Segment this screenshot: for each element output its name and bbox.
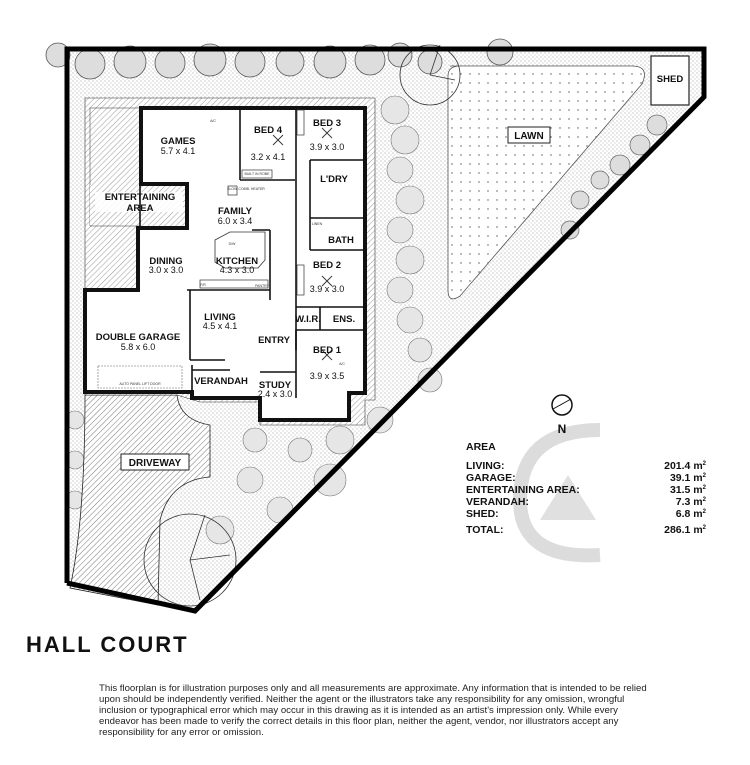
- area-value: 286.1 m: [664, 524, 703, 536]
- lawn-area: LAWN: [447, 65, 645, 300]
- bed1-ac-label: A/C: [339, 362, 345, 366]
- unit-superscript: 2: [702, 461, 706, 467]
- study-label: STUDY: [259, 380, 292, 391]
- house: AUTO PANEL LIFT DOOR BUILT IN ROBE SLOW …: [83, 106, 367, 422]
- verandah-label: VERANDAH: [194, 376, 248, 387]
- dining-dims: 3.0 x 3.0: [149, 265, 184, 275]
- fridge-label: F/R: [200, 283, 206, 287]
- bed4-dims: 3.2 x 4.1: [251, 152, 286, 162]
- family-label: FAMILY: [218, 206, 253, 217]
- trees-middle: [65, 95, 443, 545]
- entry-label: ENTRY: [258, 335, 291, 346]
- study-dims: 2.4 x 3.0: [258, 389, 293, 399]
- bath-label: BATH: [328, 235, 354, 246]
- bed4-robe-label: BUILT IN ROBE: [245, 172, 271, 176]
- ens-label: ENS.: [333, 314, 355, 325]
- property-title: HALL COURT: [26, 632, 189, 657]
- heater-label: SLOW COMB. HEATER: [227, 187, 265, 191]
- bed3-label: BED 3: [313, 118, 341, 129]
- area-row-garage: GARAGE: 39.1 m2: [466, 472, 706, 484]
- games-ac-label: A/C: [210, 119, 216, 123]
- area-value: 39.1 m: [669, 472, 703, 484]
- area-row-living: LIVING: 201.4 m2: [466, 460, 706, 472]
- area-row-total: TOTAL: 286.1 m2: [466, 524, 706, 536]
- unit-superscript: 2: [702, 473, 706, 479]
- area-value: 31.5 m: [669, 484, 703, 496]
- area-row-entertaining: ENTERTAINING AREA: 31.5 m2: [466, 484, 706, 496]
- driveway: DRIVEWAY: [69, 394, 211, 606]
- unit-superscript: 2: [702, 497, 706, 503]
- north-arrow-icon: [551, 394, 573, 416]
- garage-label: DOUBLE GARAGE: [96, 332, 180, 343]
- shed: SHED: [650, 55, 690, 106]
- area-row-verandah: VERANDAH: 7.3 m2: [466, 496, 706, 508]
- living-label: LIVING: [204, 312, 236, 323]
- bed2-label: BED 2: [313, 260, 341, 271]
- area-summary: AREA LIVING: 201.4 m2 GARAGE: 39.1 m2 EN…: [466, 441, 706, 536]
- area-row-shed: SHED: 6.8 m2: [466, 508, 706, 520]
- area-heading: AREA: [466, 441, 496, 453]
- linen-label: LINEN: [312, 222, 323, 226]
- area-label: LIVING:: [466, 460, 505, 472]
- area-label: TOTAL:: [466, 524, 504, 536]
- watermark-logo: [512, 423, 601, 563]
- kitchen-dims: 4.3 x 3.0: [220, 265, 255, 275]
- games-label: GAMES: [161, 136, 196, 147]
- unit-superscript: 2: [702, 509, 706, 515]
- kitchen-label: KITCHEN: [216, 256, 258, 267]
- bed4-label: BED 4: [254, 125, 283, 136]
- bed3-dims: 3.9 x 3.0: [310, 142, 345, 152]
- compass-label: N: [557, 422, 567, 436]
- unit-superscript: 2: [702, 525, 706, 531]
- floor-plan-drawing: LAWN SHED DRIVEWAY: [45, 38, 707, 614]
- boundary-line: [64, 46, 707, 614]
- bed1-dims: 3.9 x 3.5: [310, 371, 345, 381]
- area-value: 7.3 m: [675, 496, 703, 508]
- dishwasher-label: D/W: [229, 242, 237, 246]
- driveway-label: DRIVEWAY: [129, 458, 182, 469]
- dining-label: DINING: [149, 256, 182, 267]
- tree-large: [143, 513, 237, 607]
- disclaimer-text: This floorplan is for illustration purpo…: [99, 683, 647, 738]
- bed1-label: BED 1: [313, 345, 342, 356]
- shed-label: SHED: [657, 74, 684, 85]
- unit-superscript: 2: [702, 485, 706, 491]
- trees-top: [45, 38, 514, 80]
- lawn-label: LAWN: [514, 131, 543, 142]
- family-dims: 6.0 x 3.4: [218, 216, 253, 226]
- room-labels: GAMES 5.7 x 4.1 BED 4 3.2 x 4.1 BED 3 3.…: [96, 118, 355, 399]
- pantry-label: PANTRY: [255, 284, 270, 288]
- area-label: ENTERTAINING AREA:: [466, 484, 580, 496]
- living-dims: 4.5 x 4.1: [203, 321, 238, 331]
- area-label: SHED:: [466, 508, 499, 520]
- garage-door-label: AUTO PANEL LIFT DOOR: [119, 382, 161, 386]
- area-label: VERANDAH:: [466, 496, 529, 508]
- garage-dims: 5.8 x 6.0: [121, 342, 156, 352]
- bed2-dims: 3.9 x 3.0: [310, 284, 345, 294]
- area-value: 201.4 m: [664, 460, 703, 472]
- area-label: GARAGE:: [466, 472, 516, 484]
- compass: N: [549, 392, 575, 436]
- wir-label: W.I.R.: [295, 314, 321, 325]
- area-value: 6.8 m: [675, 508, 703, 520]
- games-dims: 5.7 x 4.1: [161, 146, 196, 156]
- laundry-label: L'DRY: [320, 174, 348, 185]
